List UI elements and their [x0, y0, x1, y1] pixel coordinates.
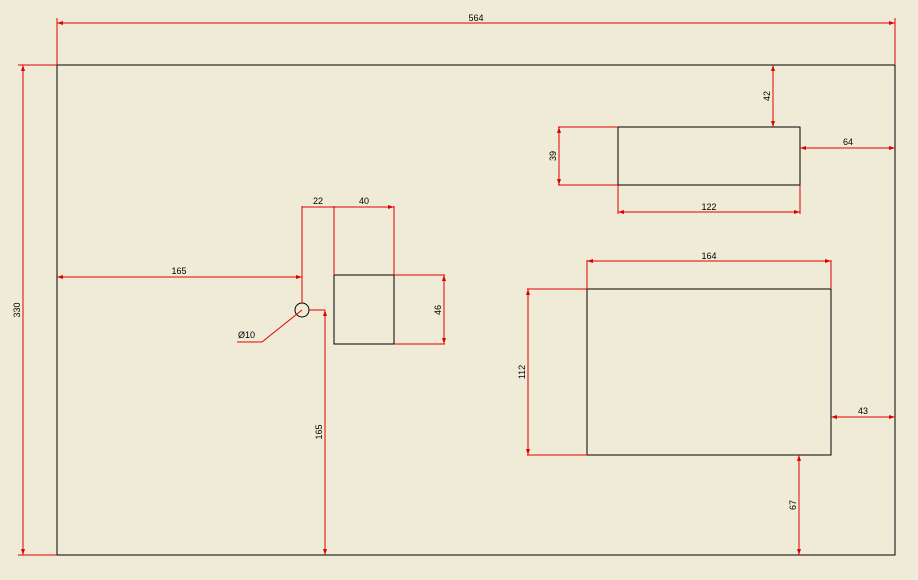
dim-large-rect-width-label: 164 [701, 251, 716, 261]
dim-large-rect-width: 164 [586, 251, 832, 289]
dim-overall-width-label: 564 [468, 13, 483, 23]
dim-hole-to-bottom-label: 165 [314, 424, 324, 439]
dim-hole-to-bottom: 165 [309, 309, 327, 555]
dim-square-height: 46 [394, 274, 446, 345]
square-cutout [333, 274, 395, 345]
dim-hole-to-left: 165 [57, 206, 303, 303]
dim-square-width: 40 [334, 196, 395, 275]
dim-square-height-label: 46 [433, 305, 443, 315]
dim-large-rect-to-bottom: 67 [788, 455, 801, 555]
dim-top-slot-height: 39 [548, 126, 618, 186]
dim-hole-diameter-label: Ø10 [238, 330, 255, 340]
dim-square-width-label: 40 [359, 196, 369, 206]
plate-outline [56, 64, 896, 556]
dim-hole-to-square: 22 [302, 196, 335, 275]
dim-large-rect-to-right-label: 43 [858, 406, 868, 416]
dim-top-slot-to-right: 64 [800, 137, 895, 150]
dim-top-slot-width-label: 122 [701, 202, 716, 212]
large-rect-cutout [586, 288, 832, 456]
dim-overall-width: 564 [56, 13, 896, 65]
dim-large-rect-to-bottom-label: 67 [788, 500, 798, 510]
dim-top-slot-width: 122 [617, 185, 801, 214]
dim-large-rect-height-label: 112 [517, 365, 527, 379]
dim-top-slot-to-top-label: 42 [762, 91, 772, 101]
dim-top-slot-to-top: 42 [762, 65, 775, 127]
top-slot [617, 126, 801, 186]
dim-top-slot-to-right-label: 64 [843, 137, 853, 147]
dim-overall-height: 330 [12, 64, 57, 556]
dim-hole-diameter: Ø10 [237, 309, 303, 343]
dim-hole-to-square-label: 22 [313, 196, 323, 206]
dim-large-rect-to-right: 43 [831, 406, 895, 419]
dim-top-slot-height-label: 39 [548, 151, 558, 161]
dim-large-rect-height: 112 [517, 288, 587, 456]
dim-overall-height-label: 330 [12, 302, 22, 317]
dim-hole-to-left-label: 165 [171, 266, 186, 276]
